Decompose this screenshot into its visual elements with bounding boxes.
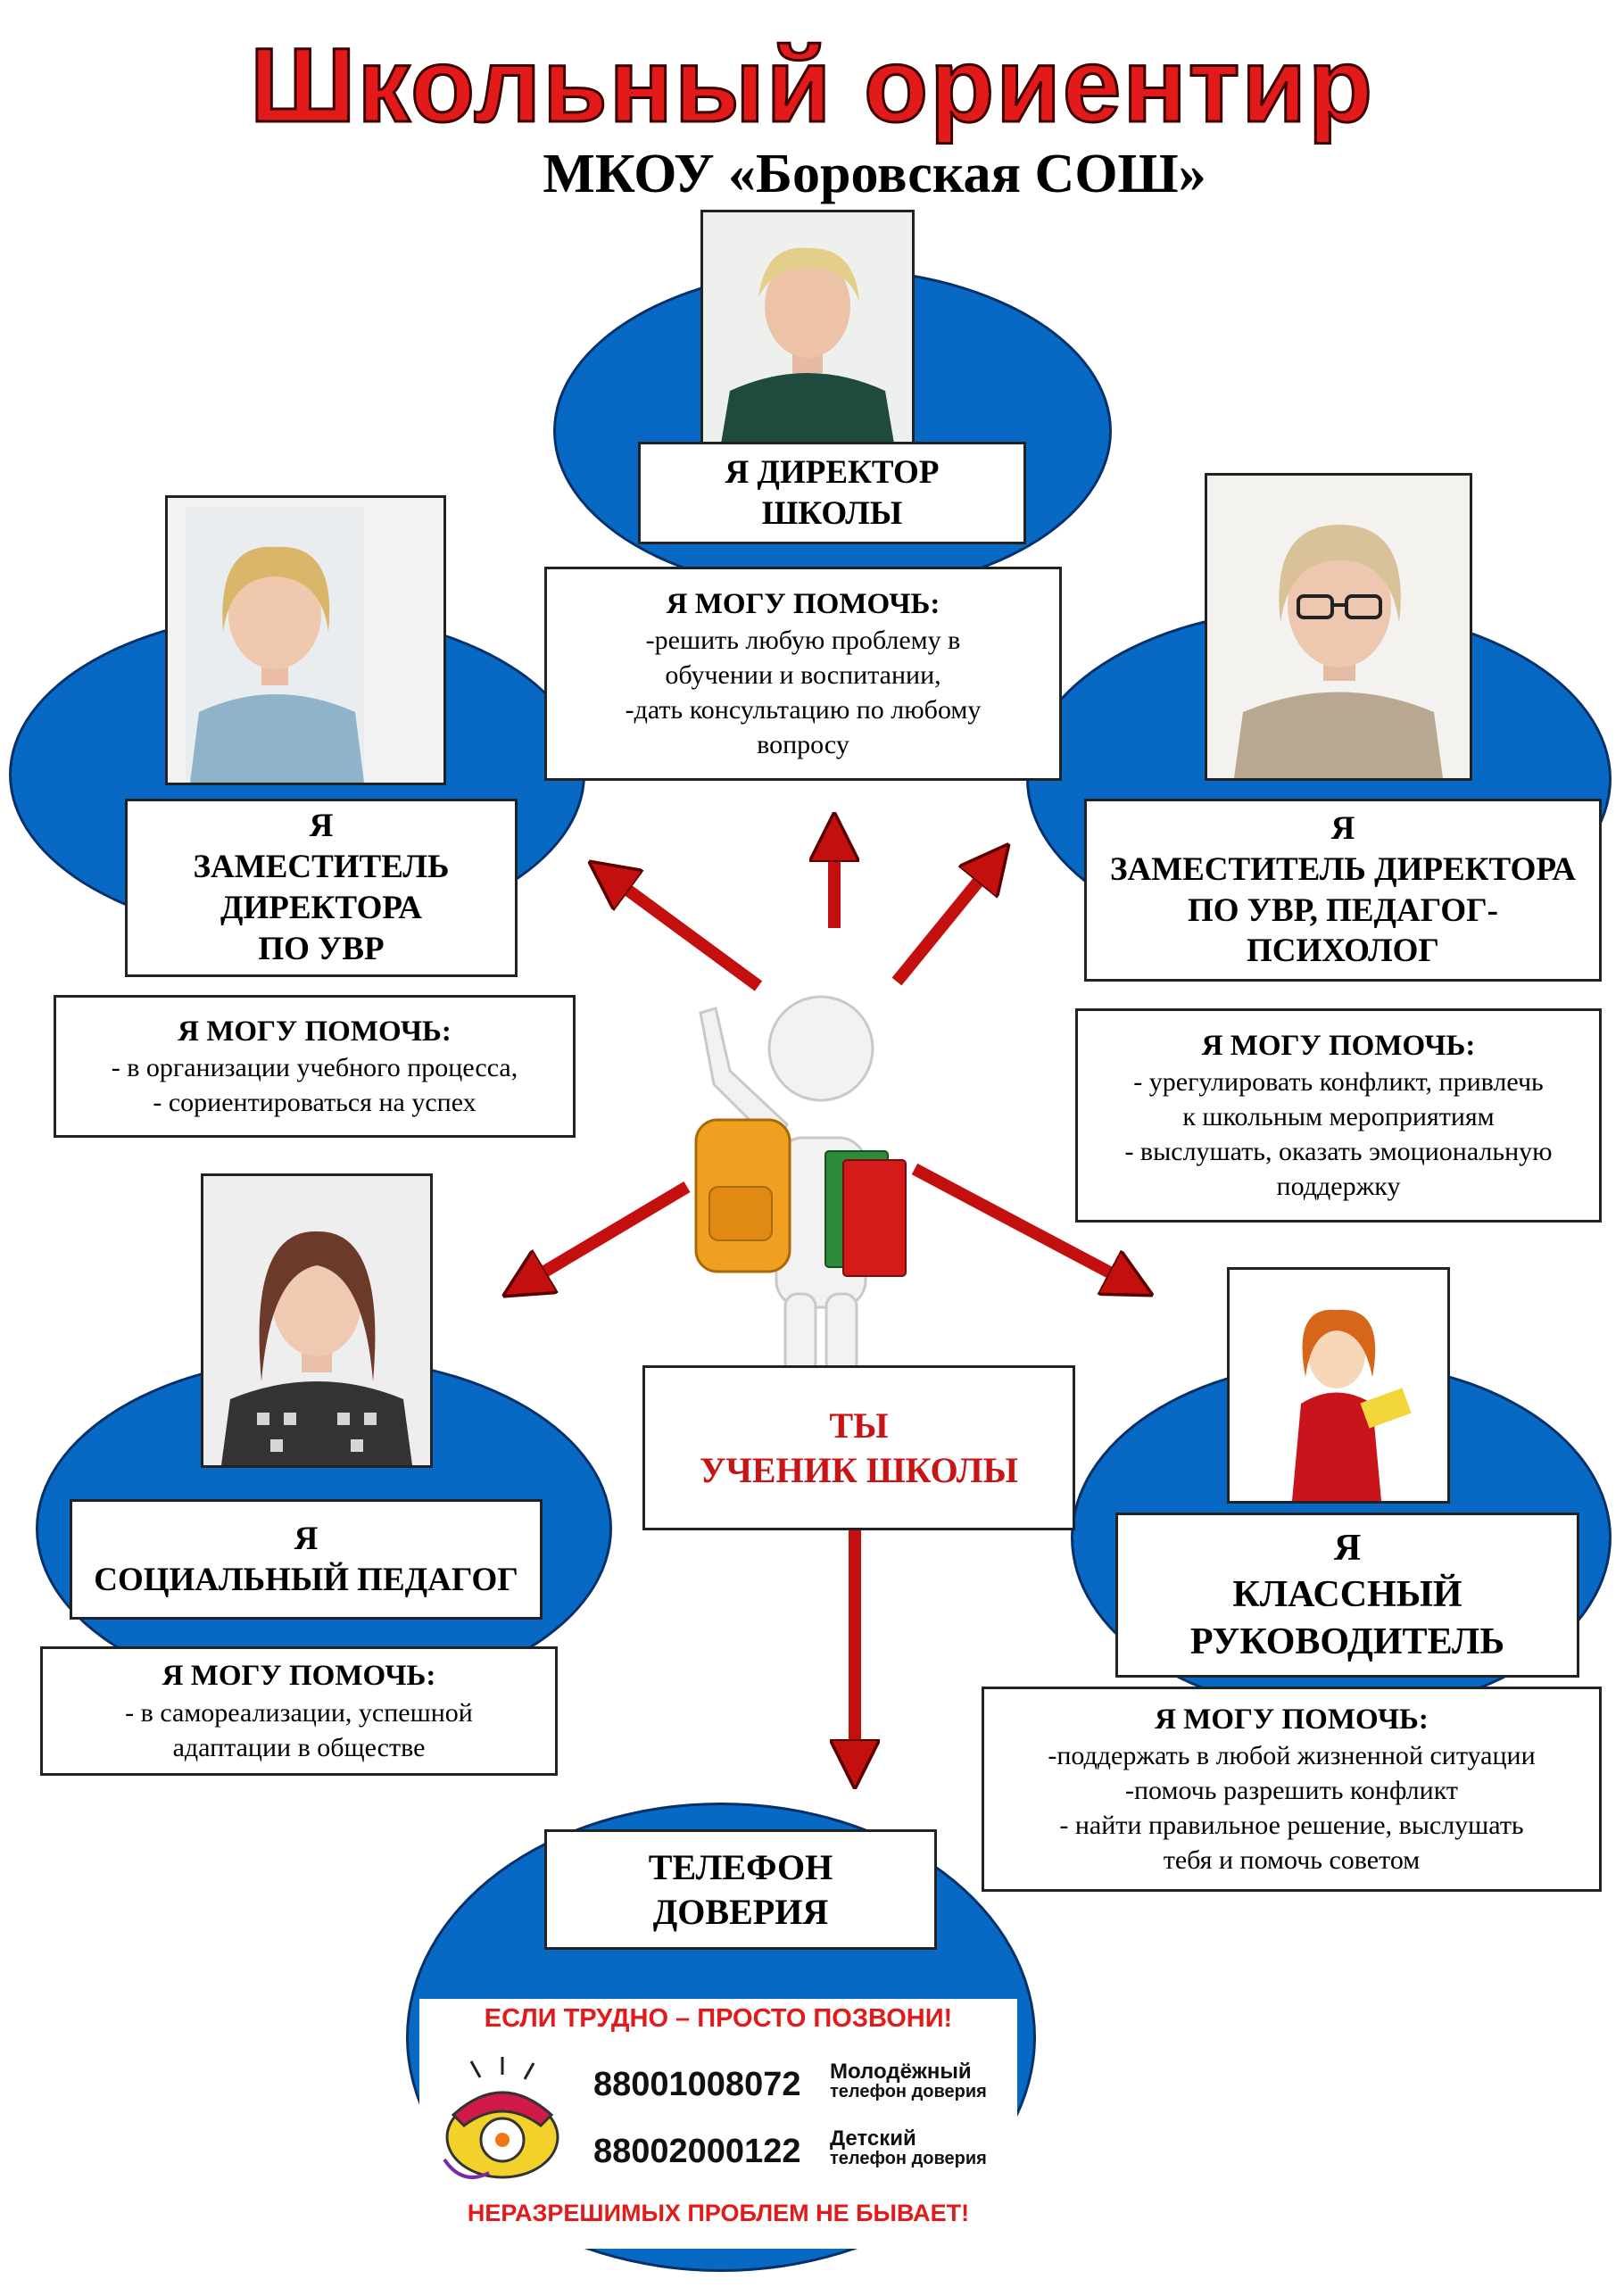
hotline-label-1: Молодёжный телефон доверия bbox=[830, 2061, 987, 2101]
class-teacher-role-line: РУКОВОДИТЕЛЬ bbox=[1189, 1620, 1505, 1662]
deputy-psych-help-line: - выслушать, оказать эмоциональную bbox=[1124, 1137, 1553, 1167]
deputy-psych-role-box: Я ЗАМЕСТИТЕЛЬ ДИРЕКТОРА ПО УВР, ПЕДАГОГ-… bbox=[1084, 799, 1602, 982]
social-teacher-role-box: Я СОЦИАЛЬНЫЙ ПЕДАГОГ bbox=[70, 1499, 543, 1620]
class-teacher-role-box: Я КЛАССНЫЙ РУКОВОДИТЕЛЬ bbox=[1115, 1513, 1579, 1678]
telephone-icon bbox=[443, 2057, 559, 2179]
hotline-label-1-line2: телефон доверия bbox=[830, 2082, 987, 2101]
deputy-uvr-help-line: - в организации учебного процесса, bbox=[111, 1053, 518, 1083]
deputy-psych-role-line: Я bbox=[1330, 809, 1355, 847]
hotline-label-2-line1: Детский bbox=[830, 2126, 916, 2151]
director-help-line: -решить любую проблему в bbox=[645, 626, 961, 656]
class-teacher-photo bbox=[1227, 1267, 1450, 1504]
deputy-uvr-photo bbox=[165, 495, 446, 785]
page-title: Школьный ориентир bbox=[248, 26, 1375, 146]
hotline-label-1-line1: Молодёжный bbox=[830, 2060, 972, 2084]
deputy-psych-help-line: к школьным мероприятиям bbox=[1182, 1102, 1495, 1132]
social-teacher-photo bbox=[201, 1173, 433, 1468]
hotline-number-2: 88002000122 bbox=[593, 2133, 801, 2170]
class-teacher-help-line: -помочь разрешить конфликт bbox=[1125, 1776, 1458, 1806]
hotline-banner-bottom: НЕРАЗРЕШИМЫХ ПРОБЛЕМ НЕ БЫВАЕТ! bbox=[467, 2200, 970, 2226]
hotline-banner: ЕСЛИ ТРУДНО – ПРОСТО ПОЗВОНИ! 8800100807… bbox=[419, 1999, 1017, 2249]
student-figure bbox=[694, 995, 907, 1374]
student-box: ТЫ УЧЕНИК ШКОЛЫ bbox=[642, 1365, 1075, 1530]
director-help-box: Я МОГУ ПОМОЧЬ: -решить любую проблему в … bbox=[544, 567, 1062, 781]
deputy-psych-role-line: ЗАМЕСТИТЕЛЬ ДИРЕКТОРА bbox=[1109, 850, 1577, 888]
class-teacher-role-line: КЛАССНЫЙ bbox=[1232, 1574, 1462, 1616]
arrow-to-class-teacher bbox=[911, 1163, 1133, 1285]
director-role-line2: ШКОЛЫ bbox=[761, 494, 903, 532]
hotline-number-1: 88001008072 bbox=[593, 2066, 801, 2103]
deputy-psych-help-line: - урегулировать конфликт, привлечь bbox=[1133, 1067, 1544, 1098]
class-teacher-role-line: Я bbox=[1333, 1528, 1362, 1570]
director-help-line: -дать консультацию по любому bbox=[625, 695, 982, 725]
deputy-psych-role-line: ПО УВР, ПЕДАГОГ- bbox=[1187, 891, 1498, 929]
hotline-banner-top: ЕСЛИ ТРУДНО – ПРОСТО ПОЗВОНИ! bbox=[484, 2004, 953, 2033]
hotline-label-2-line2: телефон доверия bbox=[830, 2149, 987, 2168]
class-teacher-help-line: тебя и помочь советом bbox=[1163, 1845, 1421, 1876]
arrow-to-deputy-psych bbox=[891, 861, 995, 986]
deputy-psych-help-line: поддержку bbox=[1276, 1172, 1401, 1202]
social-teacher-help-line: - в самореализации, успешной bbox=[125, 1697, 473, 1728]
deputy-psych-role-line: ПСИХОЛОГ bbox=[1247, 932, 1439, 970]
class-teacher-help-line: - найти правильное решение, выслушать bbox=[1059, 1811, 1524, 1841]
arrow-to-social-teacher bbox=[522, 1181, 691, 1285]
director-help-line: обучении и воспитании, bbox=[665, 660, 941, 691]
deputy-uvr-role-line: ПО УВР bbox=[258, 930, 385, 967]
student-line1: ТЫ bbox=[829, 1405, 889, 1446]
deputy-psych-help-title: Я МОГУ ПОМОЧЬ: bbox=[1201, 1029, 1476, 1062]
social-teacher-help-title: Я МОГУ ПОМОЧЬ: bbox=[162, 1660, 436, 1693]
deputy-uvr-role-line: Я bbox=[309, 808, 334, 845]
student-line2: УЧЕНИК ШКОЛЫ bbox=[700, 1449, 1018, 1490]
deputy-uvr-help-title: Я МОГУ ПОМОЧЬ: bbox=[178, 1015, 452, 1048]
director-help-title: Я МОГУ ПОМОЧЬ: bbox=[666, 587, 940, 620]
trust-phone-role-line: ДОВЕРИЯ bbox=[652, 1891, 829, 1932]
page-subtitle: МКОУ «Боровская СОШ» bbox=[543, 144, 1206, 204]
social-teacher-help-box: Я МОГУ ПОМОЧЬ: - в самореализации, успеш… bbox=[40, 1646, 558, 1776]
trust-phone-role-line: ТЕЛЕФОН bbox=[648, 1846, 833, 1887]
deputy-psych-help-box: Я МОГУ ПОМОЧЬ: - урегулировать конфликт,… bbox=[1075, 1008, 1602, 1223]
deputy-uvr-role-line: ЗАМЕСТИТЕЛЬ bbox=[193, 849, 450, 886]
deputy-uvr-role-box: Я ЗАМЕСТИТЕЛЬ ДИРЕКТОРА ПО УВР bbox=[125, 799, 518, 977]
deputy-uvr-role-line: ДИРЕКТОРА bbox=[220, 890, 422, 926]
deputy-uvr-help-line: - сориентироваться на успех bbox=[153, 1088, 476, 1118]
social-teacher-help-line: адаптации в обществе bbox=[172, 1732, 426, 1762]
deputy-uvr-help-box: Я МОГУ ПОМОЧЬ: - в организации учебного … bbox=[54, 995, 576, 1138]
hotline-label-2: Детский телефон доверия bbox=[830, 2128, 987, 2168]
social-teacher-role-line: Я bbox=[294, 1520, 319, 1557]
director-help-line: вопросу bbox=[757, 730, 849, 760]
social-teacher-role-line: СОЦИАЛЬНЫЙ ПЕДАГОГ bbox=[94, 1561, 518, 1598]
arrow-to-deputy-uvr bbox=[607, 874, 763, 991]
class-teacher-help-title: Я МОГУ ПОМОЧЬ: bbox=[1155, 1703, 1429, 1736]
director-role-box: Я ДИРЕКТОР ШКОЛЫ bbox=[638, 442, 1026, 544]
class-teacher-help-box: Я МОГУ ПОМОЧЬ: -поддержать в любой жизне… bbox=[982, 1687, 1602, 1892]
trust-phone-role-box: ТЕЛЕФОН ДОВЕРИЯ bbox=[544, 1829, 937, 1950]
director-role-line1: Я ДИРЕКТОР bbox=[725, 453, 940, 491]
director-photo bbox=[700, 210, 915, 446]
class-teacher-help-line: -поддержать в любой жизненной ситуации bbox=[1048, 1741, 1536, 1771]
deputy-psych-photo bbox=[1205, 473, 1472, 781]
